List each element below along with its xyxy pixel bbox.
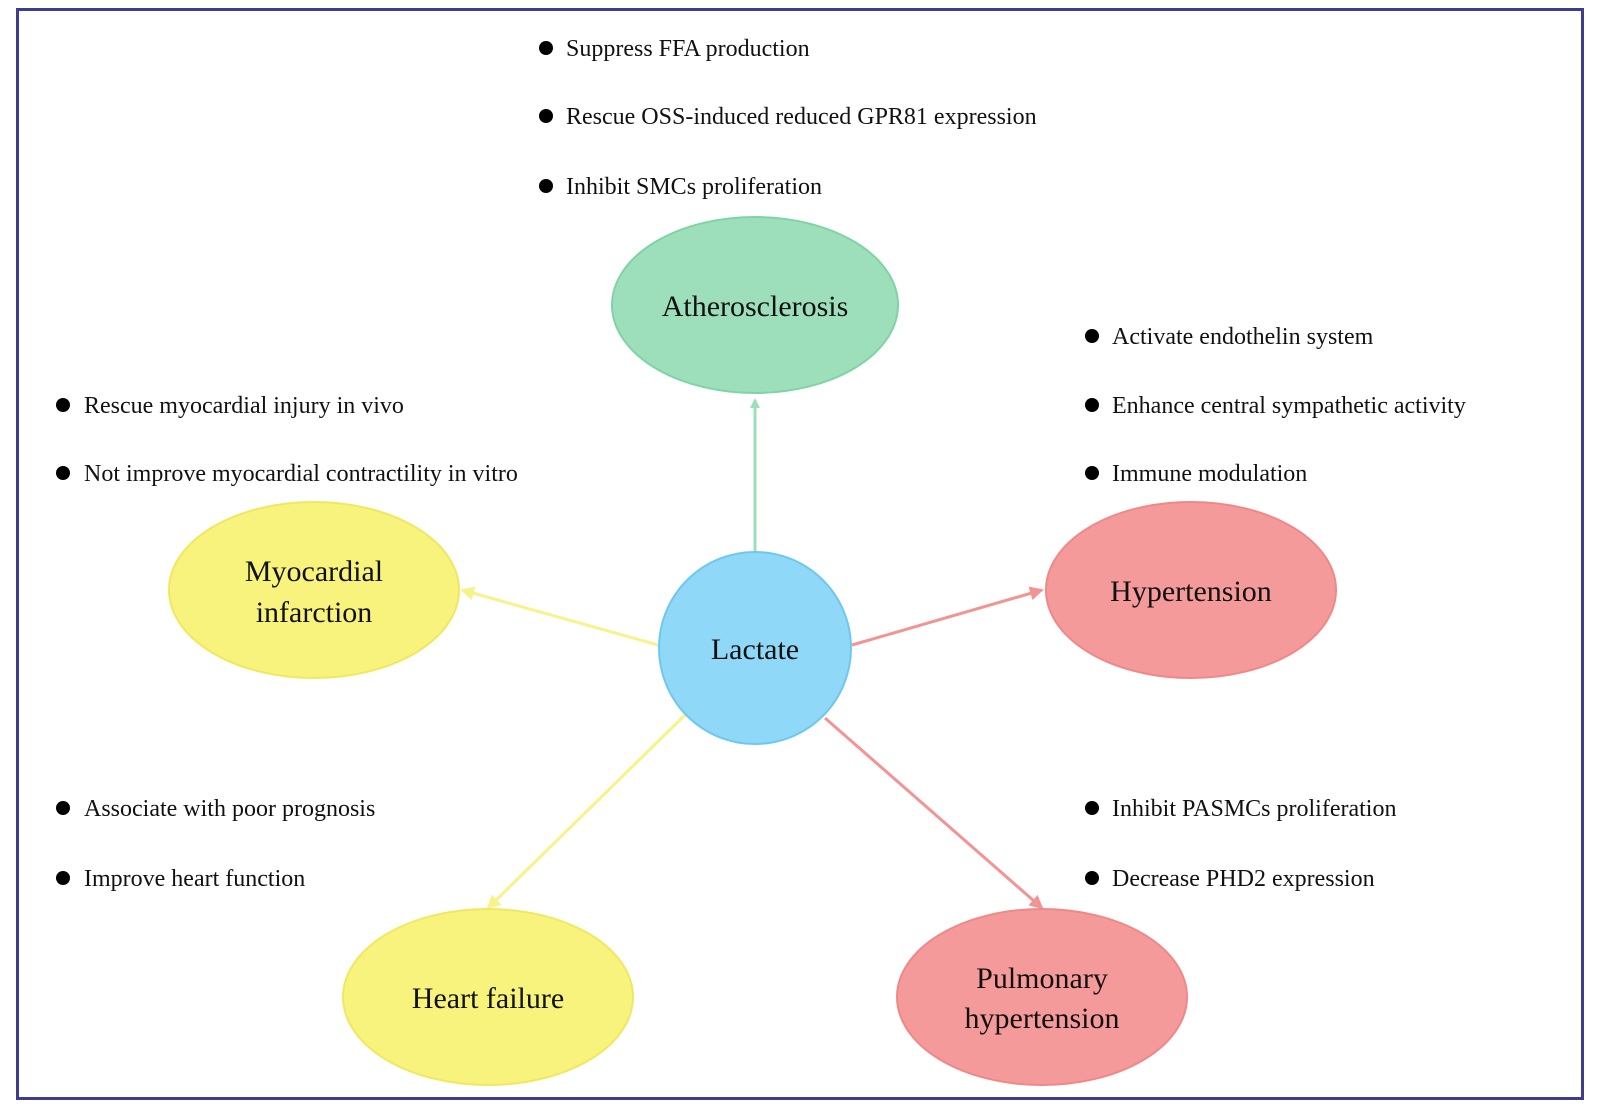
node-atherosclerosis-label: Atherosclerosis	[662, 290, 849, 323]
node-hypertension-label: Hypertension	[1110, 575, 1272, 608]
bullet-icon	[56, 801, 70, 815]
edge-lactate-pulmonary-hypertension	[824, 716, 1044, 910]
heart-failure-effect-2: Improve heart function	[84, 866, 305, 892]
hypertension-effects-list: Activate endothelin system Enhance centr…	[1085, 324, 1466, 487]
pulmonary-hypertension-effects-list: Inhibit PASMCs proliferation Decrease PH…	[1085, 796, 1396, 892]
node-atherosclerosis: Atherosclerosis	[611, 216, 899, 394]
node-lactate-label: Lactate	[711, 633, 799, 666]
atherosclerosis-effects-list: Suppress FFA production Rescue OSS-induc…	[539, 36, 1037, 200]
pulmonary-hypertension-effect-2: Decrease PHD2 expression	[1112, 866, 1375, 892]
node-hypertension: Hypertension	[1045, 501, 1337, 679]
bullet-icon	[1085, 801, 1099, 815]
node-lactate: Lactate	[658, 551, 852, 745]
myocardial-infarction-effects-list: Rescue myocardial injury in vivo Not imp…	[56, 393, 518, 487]
bullet-icon	[56, 871, 70, 885]
node-myocardial-infarction-label-line-1: Myocardial	[245, 555, 383, 588]
bullet-icon	[56, 398, 70, 412]
edge-lactate-hypertension	[851, 586, 1044, 647]
myocardial-infarction-effect-2: Not improve myocardial contractility in …	[84, 461, 518, 487]
bullet-icon	[1085, 871, 1099, 885]
edge-lactate-heart-failure	[486, 713, 687, 910]
hypertension-effect-2: Enhance central sympathetic activity	[1112, 393, 1466, 419]
node-myocardial-infarction-label-line-2: infarction	[256, 596, 373, 629]
atherosclerosis-effect-2: Rescue OSS-induced reduced GPR81 express…	[566, 104, 1037, 130]
heart-failure-effects-list: Associate with poor prognosis Improve he…	[56, 796, 375, 892]
node-pulmonary-hypertension: Pulmonary hypertension	[896, 908, 1188, 1086]
bullet-icon	[1085, 398, 1099, 412]
heart-failure-effect-1: Associate with poor prognosis	[84, 796, 375, 822]
node-pulmonary-hypertension-label-line-1: Pulmonary	[976, 962, 1108, 995]
atherosclerosis-effect-3: Inhibit SMCs proliferation	[566, 174, 822, 200]
bullet-icon	[1085, 329, 1099, 343]
node-pulmonary-hypertension-label-line-2: hypertension	[965, 1002, 1120, 1035]
node-heart-failure-label: Heart failure	[412, 982, 564, 1015]
hypertension-effect-1: Activate endothelin system	[1112, 324, 1374, 350]
pulmonary-hypertension-effect-1: Inhibit PASMCs proliferation	[1112, 796, 1396, 822]
node-myocardial-infarction: Myocardial infarction	[168, 501, 460, 679]
myocardial-infarction-effect-1: Rescue myocardial injury in vivo	[84, 393, 404, 419]
edge-lactate-myocardial-infarction	[460, 586, 659, 647]
bullet-icon	[539, 179, 553, 193]
bullet-icon	[56, 466, 70, 480]
node-heart-failure: Heart failure	[342, 908, 634, 1086]
atherosclerosis-effect-1: Suppress FFA production	[566, 36, 810, 62]
bullet-icon	[539, 109, 553, 123]
bullet-icon	[1085, 466, 1099, 480]
bullet-icon	[539, 41, 553, 55]
hypertension-effect-3: Immune modulation	[1112, 461, 1307, 487]
